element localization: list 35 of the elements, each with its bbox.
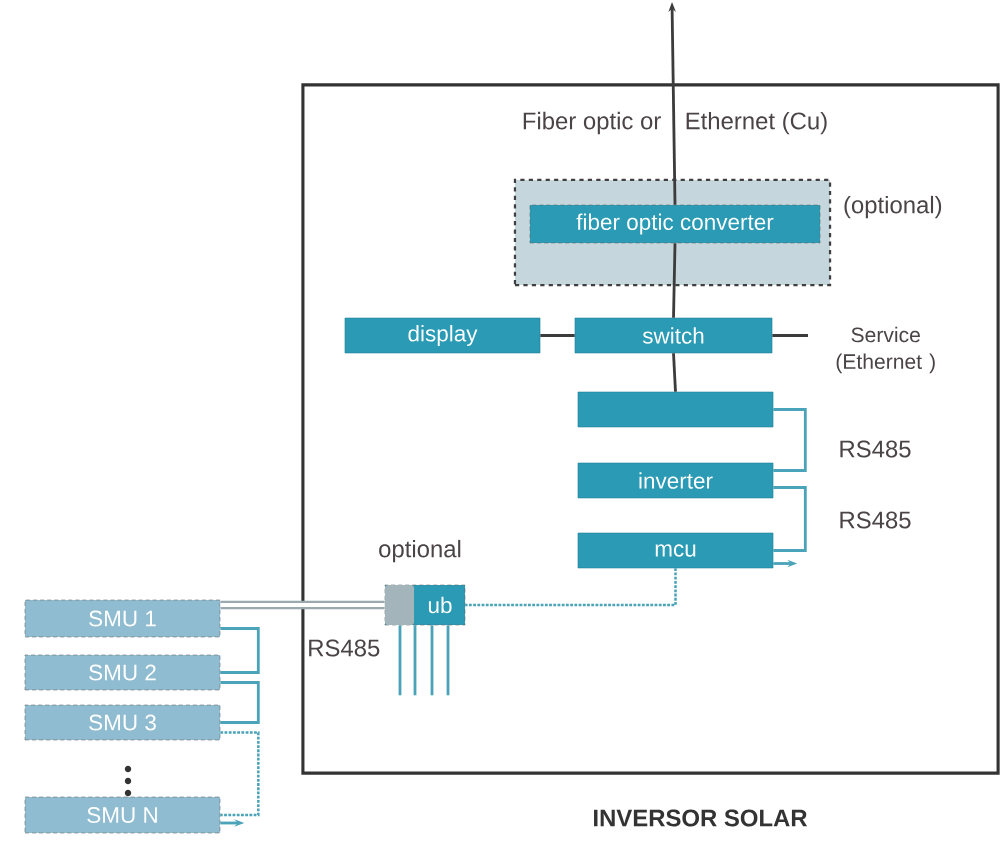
connector: [672, 243, 677, 318]
connector: [772, 334, 808, 337]
text-label: RS485: [309, 639, 380, 657]
text-label: Ethernet (Cu): [686, 111, 827, 135]
connector: [430, 625, 434, 696]
monitor-box: SMU 3: [24, 704, 221, 741]
process-box: fiber optic converter: [529, 204, 821, 244]
monitor-box: SMU 2: [24, 654, 221, 691]
process-box: switch: [574, 317, 773, 354]
connector: [672, 353, 677, 392]
process-box: mcu: [577, 532, 774, 569]
connector: [413, 625, 417, 696]
process-box: display: [344, 317, 541, 354]
connector: [220, 600, 385, 610]
edge-label: RS485: [837, 510, 913, 530]
connector: [446, 625, 450, 696]
node-label: INVERSOR SOLAR: [594, 809, 808, 827]
connector: [220, 681, 260, 724]
connector: [398, 625, 402, 696]
beside-label: optional: [379, 539, 461, 563]
edge-label: RS485: [837, 439, 913, 459]
connector: [773, 486, 807, 552]
connector: [773, 408, 807, 472]
connector: [540, 334, 575, 337]
connector: [220, 731, 260, 817]
process-box: inverter: [577, 462, 774, 499]
service-text: Service (Ethernet ): [836, 326, 935, 374]
node-label: (optional): [844, 195, 942, 219]
process-box: [577, 391, 774, 428]
connector: [465, 568, 677, 607]
monitor-box: SMU 1: [24, 599, 221, 638]
hub-box: ub: [384, 584, 466, 626]
monitor-box: SMU N: [24, 796, 221, 834]
text-label: Fiber optic or: [523, 111, 661, 135]
connector: [220, 627, 260, 674]
